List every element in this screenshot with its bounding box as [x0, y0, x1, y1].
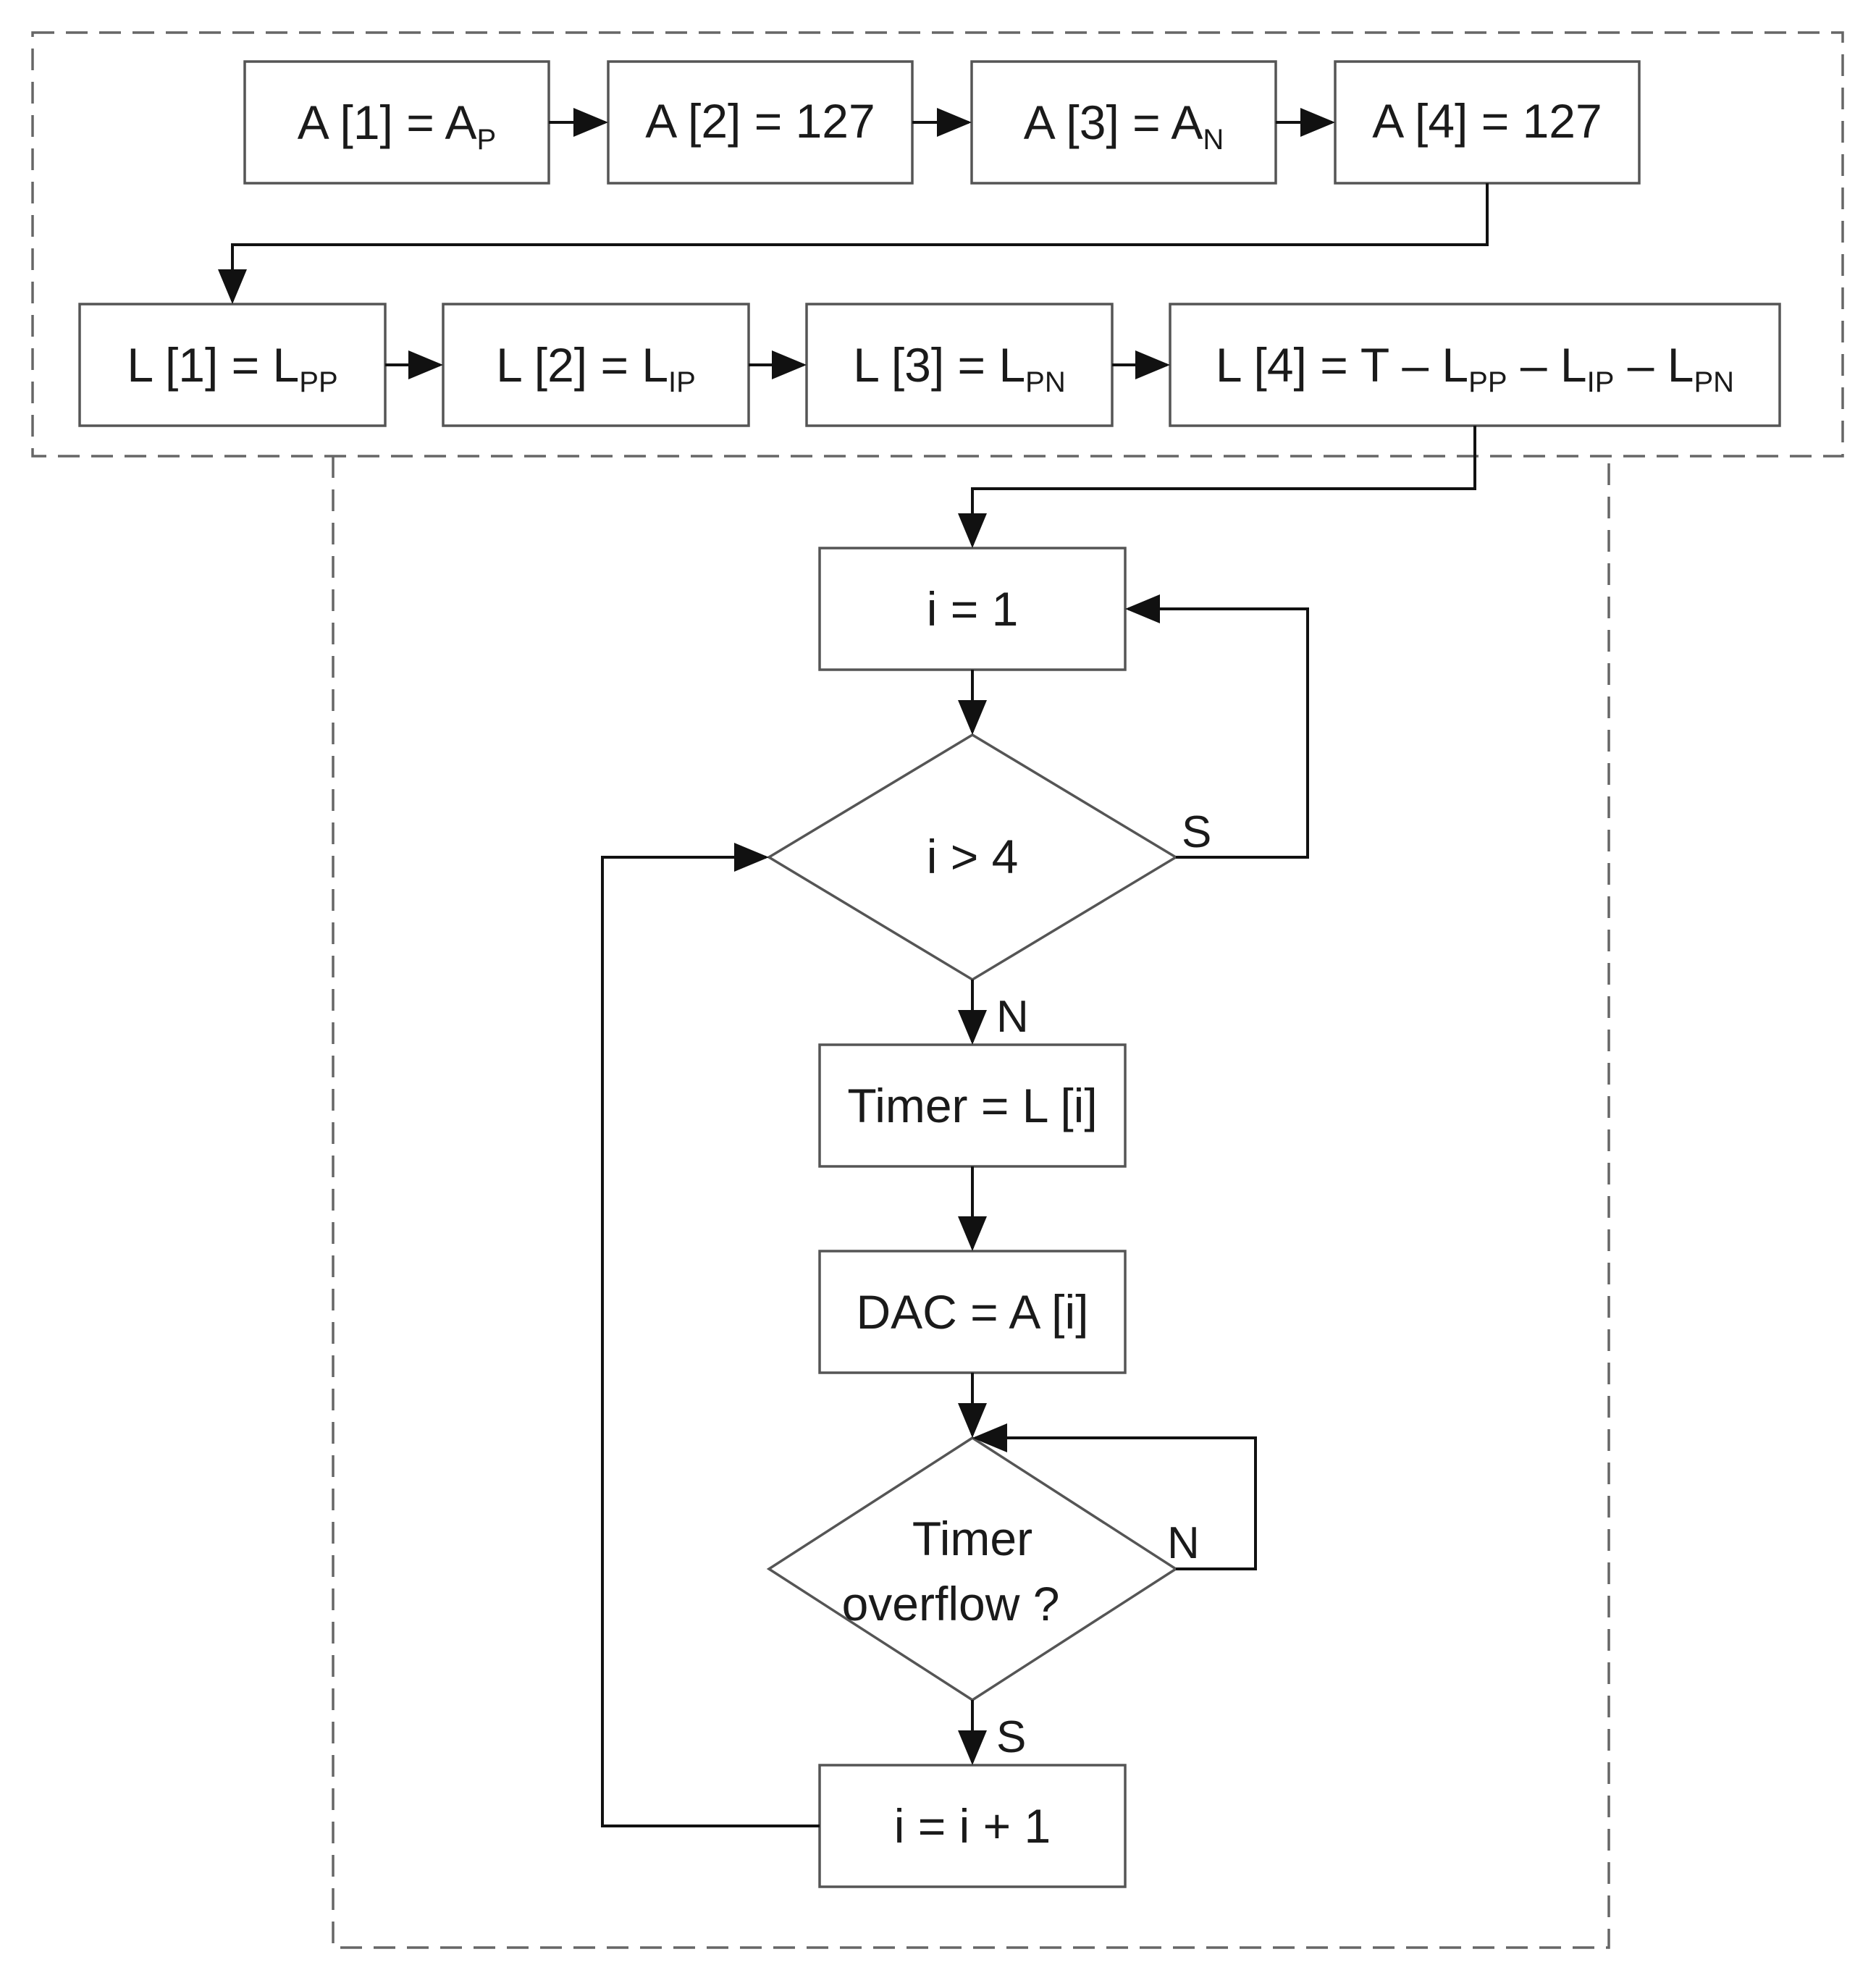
node-a1: A [1] = AP: [243, 60, 550, 185]
svg-text:L [4] = T – LPP – LIP – LPN: L [4] = T – LPP – LIP – LPN: [1216, 338, 1734, 398]
node-a1-main: A [1] = A: [298, 96, 477, 149]
edge-label-cond-no: N: [996, 992, 1029, 1042]
edge-cond-yes-init: [1125, 594, 1309, 859]
edge-label-overflow-no: N: [1167, 1518, 1200, 1568]
node-a2: A [2] = 127: [607, 60, 914, 185]
edge-overflow-no-loop: [972, 1423, 1257, 1570]
node-l1-main: L [1] = L: [127, 338, 299, 392]
node-incr-label: i = i + 1: [894, 1799, 1051, 1853]
node-l4-s1: PP: [1468, 366, 1507, 398]
node-overflow-line1: Timer: [912, 1512, 1032, 1565]
node-dac: DAC = A [i]: [818, 1250, 1127, 1374]
node-l3-sub: PN: [1025, 366, 1066, 398]
node-l2-sub: IP: [668, 366, 696, 398]
edge-incr-cond: [601, 843, 820, 1827]
node-l4-t2: – L: [1507, 338, 1587, 392]
node-a4: A [4] = 127: [1334, 60, 1641, 185]
node-a4-label: A [4] = 127: [1372, 94, 1602, 148]
node-cond: i > 4: [766, 733, 1179, 982]
node-l3: L [3] = LPN: [805, 303, 1114, 427]
node-l4: L [4] = T – LPP – LIP – LPN: [1169, 303, 1781, 427]
edge-label-cond-yes: S: [1182, 807, 1211, 857]
svg-text:L [1] = LPP: L [1] = LPP: [127, 338, 337, 398]
node-a2-label: A [2] = 127: [645, 94, 875, 148]
loop-group-frame: [332, 456, 1610, 1949]
svg-text:L [2] = LIP: L [2] = LIP: [496, 338, 696, 398]
node-l2-main: L [2] = L: [496, 338, 668, 392]
node-l1: L [1] = LPP: [78, 303, 387, 427]
svg-text:A [3] = AN: A [3] = AN: [1024, 96, 1224, 156]
node-a3-sub: N: [1203, 124, 1224, 156]
node-init: i = 1: [818, 547, 1127, 671]
node-a3-main: A [3] = A: [1024, 96, 1203, 149]
node-init-label: i = 1: [927, 582, 1019, 636]
svg-text:A [1] = AP: A [1] = AP: [298, 96, 496, 156]
node-a1-sub: P: [477, 124, 497, 156]
node-l4-s2: IP: [1587, 366, 1615, 398]
node-l2: L [2] = LIP: [442, 303, 750, 427]
node-incr: i = i + 1: [818, 1764, 1127, 1888]
edge-a4-l1: [218, 183, 1489, 304]
node-dac-label: DAC = A [i]: [857, 1285, 1089, 1339]
node-timer: Timer = L [i]: [818, 1043, 1127, 1168]
node-cond-label: i > 4: [927, 830, 1019, 883]
edge-label-overflow-yes: S: [996, 1712, 1026, 1762]
node-l1-sub: PP: [299, 366, 337, 398]
node-l3-main: L [3] = L: [853, 338, 1025, 392]
node-timer-label: Timer = L [i]: [847, 1079, 1097, 1132]
initialization-group-frame: [31, 31, 1844, 458]
edge-l4-init: [958, 426, 1476, 548]
node-overflow-line2: overflow ?: [842, 1577, 1060, 1630]
node-overflow: Timer overflow ?: [766, 1436, 1179, 1702]
node-a3: A [3] = AN: [970, 60, 1277, 185]
node-l4-t3: – L: [1614, 338, 1694, 392]
node-l4-t1: L [4] = T – L: [1216, 338, 1468, 392]
svg-text:L [3] = LPN: L [3] = LPN: [853, 338, 1065, 398]
node-l4-s3: PN: [1694, 366, 1734, 398]
